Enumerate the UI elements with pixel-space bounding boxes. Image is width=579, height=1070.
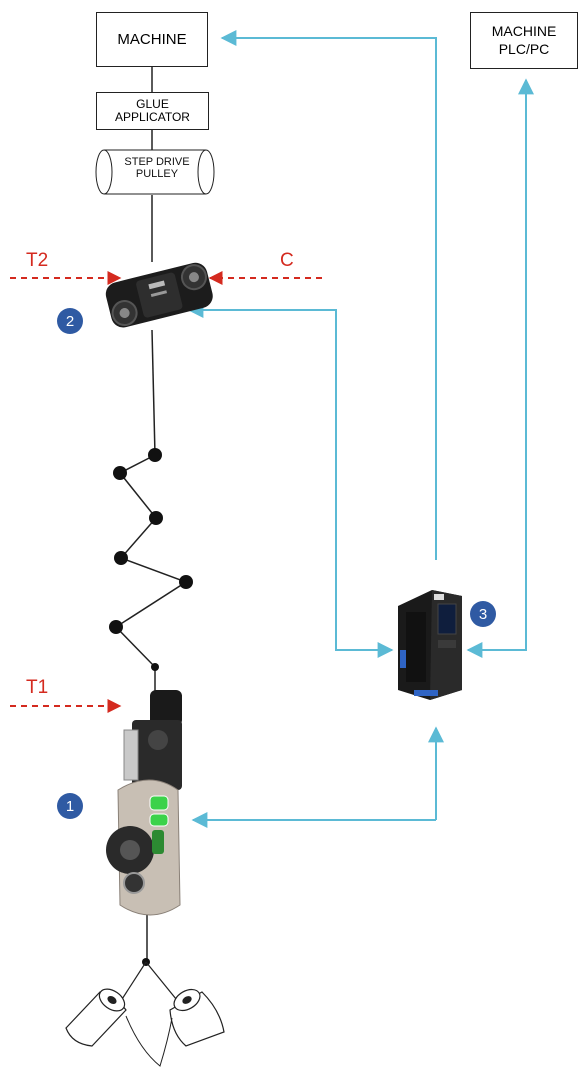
roller-dot (151, 663, 159, 671)
drive-controller-icon (398, 590, 462, 700)
pulley-label-line1: STEP DRIVE (124, 156, 190, 168)
bobbin-icon (169, 988, 225, 1047)
roller-dot (179, 575, 193, 589)
signal-controller-to-plc (470, 78, 534, 651)
glue-applicator-box: GLUE APPLICATOR (96, 92, 209, 130)
roller-dot (149, 511, 163, 525)
tension-sensor-icon (105, 262, 213, 328)
machine-label: MACHINE (117, 31, 187, 48)
yarn-feeder-icon (106, 690, 182, 916)
pulley-label-line2: PULLEY (135, 167, 179, 180)
machine-plc-label-line2: PLC/PC (498, 40, 550, 57)
machine-plc-box: MACHINE PLC/PC (470, 12, 578, 69)
signal-controller-to-machine (220, 30, 437, 560)
machine-box: MACHINE (96, 12, 208, 67)
bobbin-icon (65, 988, 127, 1047)
label-t2: T2 (26, 250, 49, 271)
badge-3: 3 (470, 601, 496, 627)
signal-controller-to-sensor2 (187, 302, 388, 651)
roller-dot (114, 551, 128, 565)
roller-dot (148, 448, 162, 462)
line-sensor2-to-zigzag (151, 329, 156, 456)
badge-2: 2 (57, 308, 83, 334)
step-drive-pulley-label: STEP DRIVE PULLEY (110, 156, 204, 180)
glue-label-line2: APPLICATOR (115, 110, 190, 124)
roller-dot (109, 620, 123, 634)
yarn-between-bobbins (125, 1015, 173, 1067)
label-c: C (280, 250, 294, 271)
machine-plc-label-line1: MACHINE (491, 23, 557, 39)
glue-label-line1: GLUE (136, 96, 169, 111)
roller-dot (113, 466, 127, 480)
label-t1: T1 (26, 677, 49, 698)
yarn-zigzag (114, 454, 188, 693)
badge-1: 1 (57, 793, 83, 819)
pulley-cylinder-icon (95, 149, 215, 195)
